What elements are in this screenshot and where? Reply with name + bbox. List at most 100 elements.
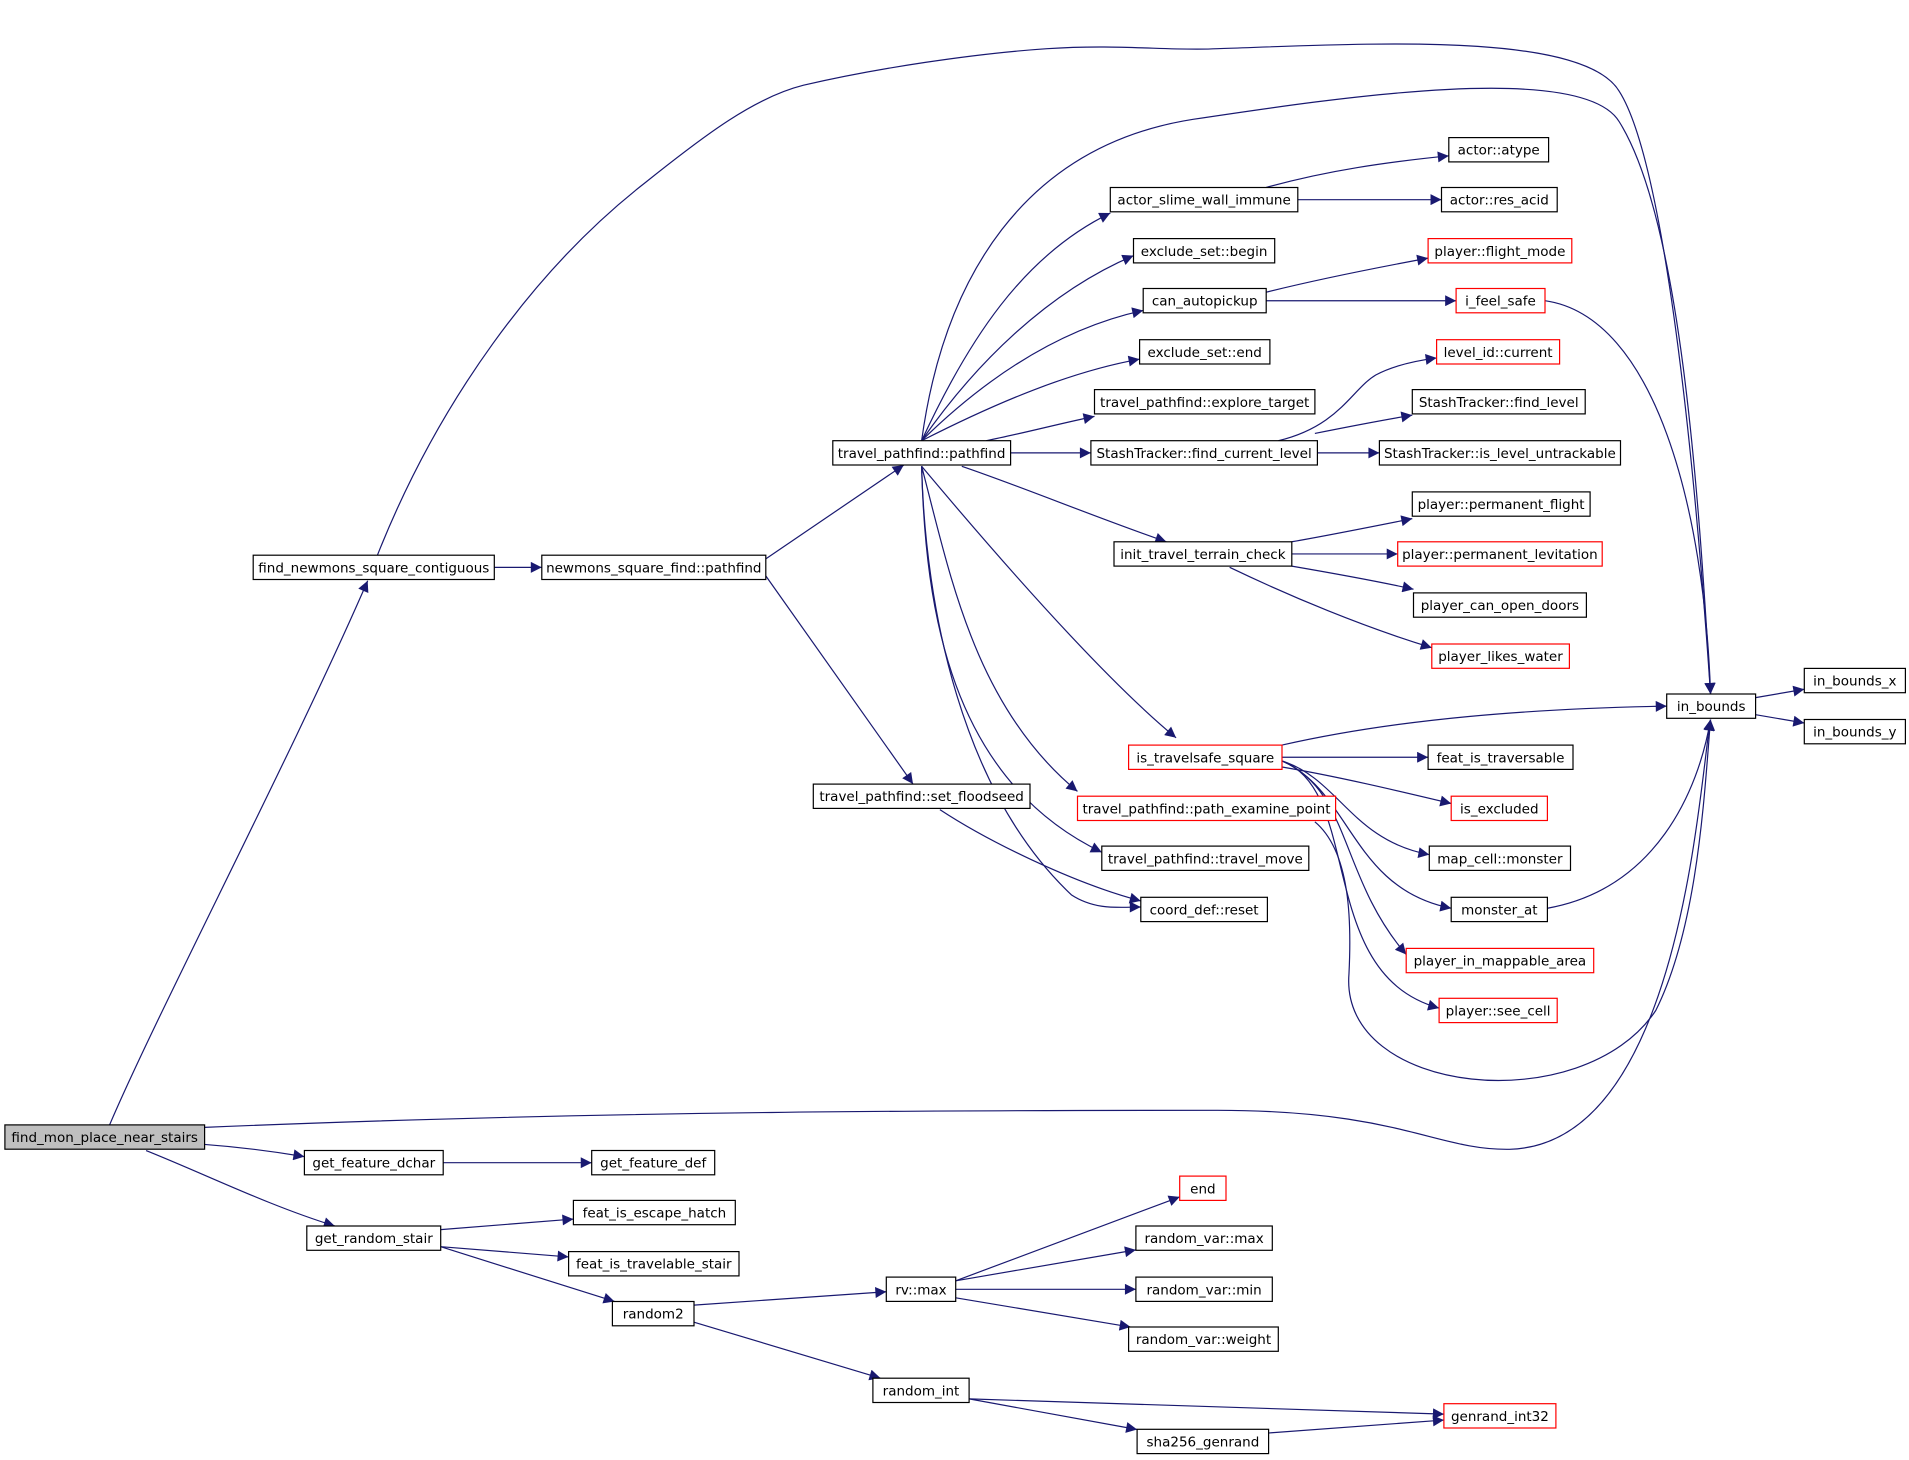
node-label: in_bounds	[1677, 699, 1746, 715]
node-player_likes_water[interactable]: player_likes_water	[1431, 643, 1571, 669]
node-label: get_feature_dchar	[312, 1156, 435, 1172]
node-feat_is_traversable[interactable]: feat_is_traversable	[1427, 744, 1574, 770]
node-box	[1127, 744, 1283, 770]
node-get_random_stair[interactable]: get_random_stair	[306, 1225, 442, 1251]
node-coord_def_reset[interactable]: coord_def::reset	[1140, 896, 1269, 923]
node-StashTracker_find_current_level[interactable]: StashTracker::find_current_level	[1090, 440, 1319, 466]
node-get_feature_def[interactable]: get_feature_def	[591, 1149, 716, 1176]
node-can_autopickup[interactable]: can_autopickup	[1142, 287, 1267, 314]
edge-is_travelsafe_square-to-monster_at	[1282, 761, 1451, 912]
node-newmons_square_find_pathfind[interactable]: newmons_square_find::pathfind	[541, 554, 767, 581]
node-label: get_feature_def	[600, 1156, 707, 1172]
node-box	[1411, 491, 1591, 517]
node-StashTracker_find_level[interactable]: StashTracker::find_level	[1411, 389, 1586, 415]
edge-in_bounds-to-in_bounds_x	[1756, 685, 1805, 697]
node-box	[1397, 541, 1603, 567]
node-label: end	[1190, 1181, 1215, 1197]
edge-travel_pathfind_pathfind-to-in_bounds	[922, 88, 1716, 694]
node-actor_res_acid[interactable]: actor::res_acid	[1440, 186, 1558, 213]
node-in_bounds[interactable]: in_bounds	[1666, 693, 1757, 719]
node-random_var_min[interactable]: random_var::min	[1135, 1276, 1273, 1302]
node-level_id_current[interactable]: level_id::current	[1435, 339, 1561, 365]
node-label: actor_slime_wall_immune	[1117, 193, 1290, 209]
edge-i_feel_safe-to-in_bounds	[1545, 301, 1716, 694]
node-find_mon_place_near_stairs[interactable]: find_mon_place_near_stairs	[4, 1124, 206, 1150]
node-label: init_travel_terrain_check	[1120, 547, 1286, 563]
node-random_var_max[interactable]: random_var::max	[1135, 1225, 1273, 1251]
node-label: player::permanent_flight	[1418, 497, 1585, 513]
node-box	[885, 1276, 957, 1302]
node-actor_slime_wall_immune[interactable]: actor_slime_wall_immune	[1109, 186, 1299, 213]
node-player_see_cell[interactable]: player::see_cell	[1438, 997, 1558, 1024]
edge-random2-to-random_int	[694, 1322, 881, 1381]
edge-random2-to-rv_max	[694, 1287, 886, 1305]
node-label: random_var::max	[1144, 1231, 1263, 1247]
node-player_can_open_doors[interactable]: player_can_open_doors	[1412, 592, 1587, 618]
node-travel_pathfind_path_examine_point[interactable]: travel_pathfind::path_examine_point	[1076, 795, 1337, 822]
edge-travel_pathfind_pathfind-to-travel_pathfind_path_examine_point	[922, 466, 1078, 791]
node-rv_max[interactable]: rv::max	[885, 1276, 957, 1302]
edge-travel_pathfind_path_examine_point-to-in_bounds	[1315, 720, 1716, 1081]
node-label: get_random_stair	[315, 1231, 433, 1247]
edge-travel_pathfind_set_floodseed-to-coord_def_reset	[940, 810, 1141, 904]
edge-find_mon_place_near_stairs-to-in_bounds	[205, 720, 1715, 1150]
node-player_permanent_levitation[interactable]: player::permanent_levitation	[1397, 541, 1603, 567]
node-label: travel_pathfind::travel_move	[1108, 851, 1303, 867]
node-init_travel_terrain_check[interactable]: init_travel_terrain_check	[1113, 541, 1293, 567]
node-travel_pathfind_explore_target[interactable]: travel_pathfind::explore_target	[1093, 389, 1316, 415]
node-box	[306, 1225, 442, 1251]
node-box	[572, 1199, 736, 1226]
node-box	[1440, 186, 1558, 213]
nodes-layer: find_mon_place_near_stairs find_newmons_s…	[4, 137, 1907, 1455]
node-label: sha256_genrand	[1147, 1435, 1260, 1451]
node-box	[1803, 718, 1907, 745]
node-label: feat_is_traversable	[1437, 750, 1565, 766]
node-StashTracker_is_level_untrackable[interactable]: StashTracker::is_level_untrackable	[1378, 440, 1622, 466]
node-is_excluded[interactable]: is_excluded	[1450, 795, 1548, 822]
node-map_cell_monster[interactable]: map_cell::monster	[1428, 845, 1572, 871]
node-monster_at[interactable]: monster_at	[1450, 896, 1548, 923]
node-feat_is_escape_hatch[interactable]: feat_is_escape_hatch	[572, 1199, 736, 1226]
node-box	[1135, 1225, 1273, 1251]
node-in_bounds_x[interactable]: in_bounds_x	[1803, 667, 1907, 694]
node-box	[252, 554, 495, 581]
node-exclude_set_end[interactable]: exclude_set::end	[1138, 339, 1271, 365]
node-label: player::see_cell	[1446, 1004, 1551, 1020]
node-label: is_excluded	[1460, 801, 1539, 817]
node-label: StashTracker::is_level_untrackable	[1384, 446, 1616, 462]
node-travel_pathfind_travel_move[interactable]: travel_pathfind::travel_move	[1101, 845, 1310, 871]
node-random2[interactable]: random2	[611, 1300, 695, 1327]
node-label: random_int	[883, 1383, 960, 1399]
node-random_int[interactable]: random_int	[872, 1377, 970, 1404]
node-box	[1803, 667, 1907, 694]
node-label: level_id::current	[1444, 345, 1553, 361]
node-feat_is_travelable_stair[interactable]: feat_is_travelable_stair	[567, 1250, 740, 1277]
node-actor_atype[interactable]: actor::atype	[1448, 137, 1550, 163]
node-in_bounds_y[interactable]: in_bounds_y	[1803, 718, 1907, 745]
node-label: player::flight_mode	[1434, 244, 1565, 260]
node-exclude_set_begin[interactable]: exclude_set::begin	[1132, 238, 1276, 264]
node-travel_pathfind_set_floodseed[interactable]: travel_pathfind::set_floodseed	[812, 783, 1031, 809]
node-random_var_weight[interactable]: random_var::weight	[1127, 1326, 1279, 1352]
node-sha256_genrand[interactable]: sha256_genrand	[1136, 1428, 1270, 1455]
node-i_feel_safe[interactable]: i_feel_safe	[1455, 287, 1546, 314]
node-player_in_mappable_area[interactable]: player_in_mappable_area	[1405, 947, 1595, 974]
node-find_newmons_square_contiguous[interactable]: find_newmons_square_contiguous	[252, 554, 495, 581]
node-box	[1135, 1276, 1273, 1302]
node-label: travel_pathfind::explore_target	[1100, 395, 1309, 411]
node-player_permanent_flight[interactable]: player::permanent_flight	[1411, 491, 1591, 517]
node-label: actor::atype	[1458, 143, 1540, 159]
node-label: travel_pathfind::set_floodseed	[819, 789, 1024, 805]
edge-init_travel_terrain_check-to-player_can_open_doors	[1292, 566, 1414, 593]
node-genrand_int32[interactable]: genrand_int32	[1443, 1403, 1557, 1429]
node-travel_pathfind_pathfind[interactable]: travel_pathfind::pathfind	[832, 440, 1012, 466]
node-label: in_bounds_y	[1813, 725, 1896, 741]
node-end[interactable]: end	[1179, 1175, 1227, 1201]
node-is_travelsafe_square[interactable]: is_travelsafe_square	[1127, 744, 1283, 770]
node-label: coord_def::reset	[1150, 903, 1259, 919]
node-box	[1431, 643, 1571, 669]
node-player_flight_mode[interactable]: player::flight_mode	[1427, 238, 1573, 264]
node-box	[872, 1377, 970, 1404]
edge-rv_max-to-random_var_weight	[956, 1298, 1131, 1331]
node-get_feature_dchar[interactable]: get_feature_dchar	[303, 1149, 444, 1176]
